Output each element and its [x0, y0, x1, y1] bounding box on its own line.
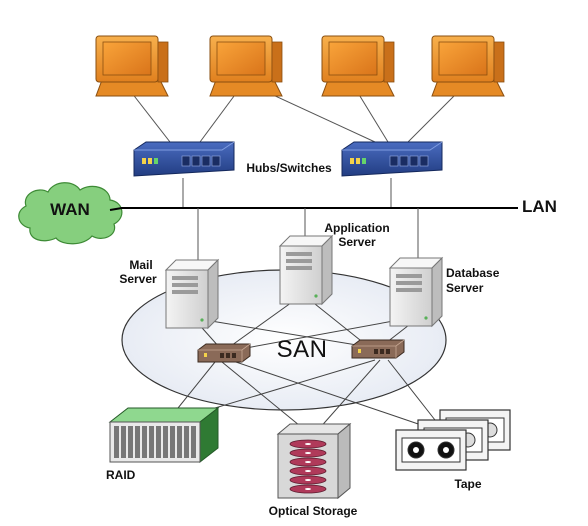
hub-switch-1: [133, 141, 235, 177]
lan-server-links: [197, 208, 419, 262]
raid-array: [108, 406, 220, 464]
mail-server-label-line2: Server: [119, 272, 157, 286]
wan-cloud: [18, 182, 123, 245]
optical-storage-label: Optical Storage: [268, 504, 358, 518]
san-switch-2: [351, 339, 405, 359]
tape-label: Tape: [454, 477, 482, 491]
raid-label: RAID: [106, 468, 136, 482]
workstation-2: [209, 35, 283, 97]
tape-library: [395, 409, 511, 471]
switch-lan-links: [182, 178, 392, 208]
database-server: [388, 256, 444, 328]
hubs-switches-label: Hubs/Switches: [246, 161, 332, 175]
application-server-label-line2: Server: [338, 235, 376, 249]
application-server: [278, 234, 334, 306]
mail-server: [164, 258, 220, 330]
application-server-label-line1: Application: [324, 221, 390, 235]
mail-server-label-line1: Mail: [129, 258, 153, 272]
workstation-4: [431, 35, 505, 97]
workstation-3: [321, 35, 395, 97]
san-links: [169, 299, 436, 431]
hub-switch-2: [341, 141, 443, 177]
san-switch-1: [197, 343, 251, 363]
optical-storage: [276, 422, 352, 500]
database-server-label-line1: Database: [446, 266, 500, 280]
san-label: SAN: [276, 336, 328, 363]
wan-label: WAN: [50, 200, 90, 219]
wan-lan-link: [109, 207, 123, 211]
monitor-links: [127, 81, 463, 143]
workstation-1: [95, 35, 169, 97]
database-server-label-line2: Server: [446, 281, 484, 295]
lan-label: LAN: [522, 197, 557, 216]
